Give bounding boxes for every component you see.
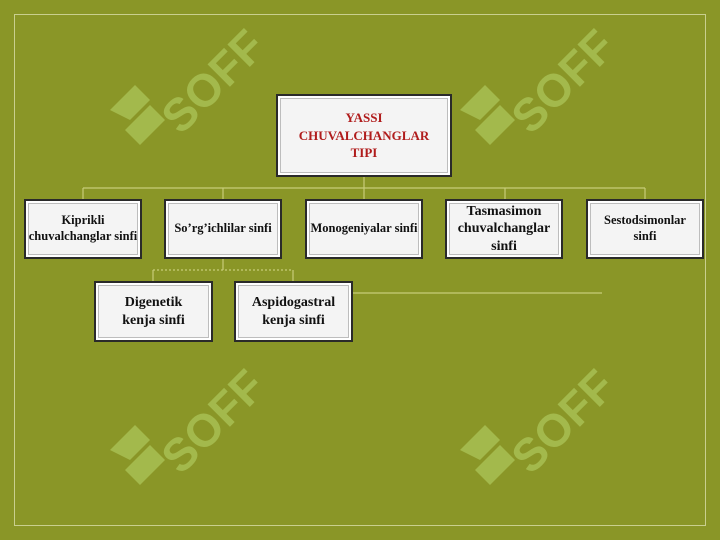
slide-frame — [14, 14, 706, 526]
class-node-sorgichlilar: So’rg’ichlilar sinfi — [164, 199, 282, 259]
subclass-node-label: Aspidogastral kenja sinfi — [251, 295, 336, 328]
watermark-logo: SOFF — [90, 0, 310, 160]
root-node-label: YASSI CHUVALCHANGLAR TIPI — [298, 110, 430, 161]
class-node-label: Sestodsimonlar sinfi — [604, 213, 686, 243]
class-node-label: So’rg’ichlilar sinfi — [174, 221, 272, 236]
class-node-kiprikli: Kiprikli chuvalchanglar sinfi — [24, 199, 142, 259]
watermark-logo: SOFF — [440, 340, 660, 500]
class-node-label: Kiprikli chuvalchanglar sinfi — [28, 213, 138, 243]
class-node-label: Monogeniyalar sinfi — [310, 221, 418, 236]
watermark-logo: SOFF — [440, 0, 660, 160]
subclass-node-label: Digenetik kenja sinfi — [122, 295, 185, 328]
class-node-monogeniyalar: Monogeniyalar sinfi — [305, 199, 423, 259]
root-node-phylum: YASSI CHUVALCHANGLAR TIPI — [276, 94, 452, 177]
class-node-tasmasimon: Tasmasimon chuvalchanglar sinfi — [445, 199, 563, 259]
watermark-logo: SOFF — [90, 340, 310, 500]
subclass-node-aspidogastral: Aspidogastral kenja sinfi — [234, 281, 353, 342]
subclass-node-digenetik: Digenetik kenja sinfi — [94, 281, 213, 342]
class-node-label: Tasmasimon chuvalchanglar sinfi — [457, 203, 551, 254]
class-node-sestodsimonlar: Sestodsimonlar sinfi — [586, 199, 704, 259]
